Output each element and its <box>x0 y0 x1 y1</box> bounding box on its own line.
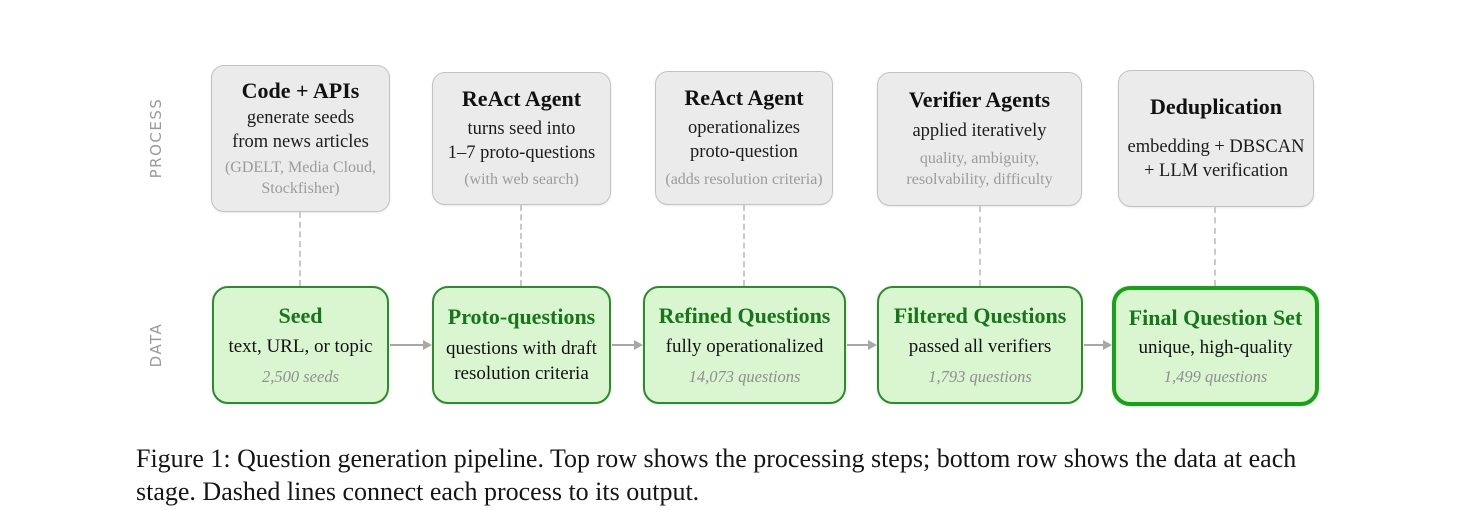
flow-arrow-2 <box>612 339 643 351</box>
data-box-stat: 1,499 questions <box>1163 367 1268 387</box>
process-box-body: turns seed into 1–7 proto-questions <box>447 118 596 163</box>
data-box-body: unique, high-quality <box>1138 337 1293 359</box>
dashed-connector-3 <box>743 205 745 286</box>
data-box-title: Refined Questions <box>658 303 831 329</box>
arrow-line <box>612 344 637 346</box>
data-box-seed: Seed text, URL, or topic 2,500 seeds <box>212 286 389 404</box>
process-box-body: applied iteratively <box>912 120 1047 141</box>
data-box-stat: 14,073 questions <box>688 366 801 386</box>
process-box-title: Code + APIs <box>241 77 360 103</box>
process-box-body: operationalizes proto-question <box>688 118 800 163</box>
flow-arrow-1 <box>390 339 432 351</box>
arrow-head-icon <box>868 340 877 350</box>
dashed-connector-2 <box>520 205 522 286</box>
figure-caption: Figure 1: Question generation pipeline. … <box>136 444 1297 506</box>
flow-arrow-4 <box>1084 339 1112 351</box>
data-box-refined-questions: Refined Questions fully operationalized … <box>643 286 846 404</box>
data-box-title: Filtered Questions <box>893 303 1067 329</box>
process-box-title: Deduplication <box>1149 94 1283 120</box>
process-box-deduplication: Deduplication embedding + DBSCAN + LLM v… <box>1118 70 1314 207</box>
process-box-verifier-agents: Verifier Agents applied iteratively qual… <box>877 72 1082 206</box>
process-box-title: ReAct Agent <box>461 86 582 112</box>
process-box-note: (GDELT, Media Cloud, Stockfisher) <box>224 158 377 197</box>
process-box-body: embedding + DBSCAN + LLM verification <box>1127 136 1305 181</box>
data-box-body: passed all verifiers <box>908 336 1052 358</box>
arrow-line <box>390 344 426 346</box>
arrow-head-icon <box>423 340 432 350</box>
arrow-line <box>1084 344 1106 346</box>
data-box-body: text, URL, or topic <box>228 336 373 358</box>
process-box-title: ReAct Agent <box>684 85 804 111</box>
data-box-filtered-questions: Filtered Questions passed all verifiers … <box>877 286 1083 404</box>
dashed-connector-4 <box>979 206 981 286</box>
arrow-head-icon <box>1103 340 1112 350</box>
process-box-react-agent-1: ReAct Agent turns seed into 1–7 proto-qu… <box>432 72 611 205</box>
dashed-connector-1 <box>299 212 301 286</box>
process-box-note: (with web search) <box>464 171 579 188</box>
data-box-final-question-set: Final Question Set unique, high-quality … <box>1112 286 1319 406</box>
process-box-title: Verifier Agents <box>908 87 1051 113</box>
process-box-react-agent-2: ReAct Agent operationalizes proto-questi… <box>655 71 833 205</box>
dashed-connector-5 <box>1214 207 1216 286</box>
process-box-body: generate seeds from news articles <box>232 108 369 153</box>
data-box-stat: 2,500 seeds <box>262 366 339 386</box>
data-box-proto-questions: Proto-questions questions with draft res… <box>432 286 611 404</box>
process-box-code-apis: Code + APIs generate seeds from news art… <box>211 65 390 212</box>
data-box-body: questions with draft resolution criteria <box>446 338 597 384</box>
data-box-title: Proto-questions <box>447 304 596 330</box>
data-box-stat: 1,793 questions <box>928 366 1032 386</box>
process-box-note: quality, ambiguity, resolvability, diffi… <box>906 150 1053 188</box>
process-row-label: PROCESS <box>147 97 165 179</box>
data-box-title: Final Question Set <box>1128 304 1303 330</box>
arrow-head-icon <box>634 340 643 350</box>
process-box-note: (adds resolution criteria) <box>665 170 823 188</box>
data-box-body: fully operationalized <box>665 336 824 358</box>
arrow-line <box>847 344 871 346</box>
data-box-title: Seed <box>278 303 323 329</box>
flow-arrow-3 <box>847 339 877 351</box>
data-row-label: DATA <box>147 322 165 368</box>
